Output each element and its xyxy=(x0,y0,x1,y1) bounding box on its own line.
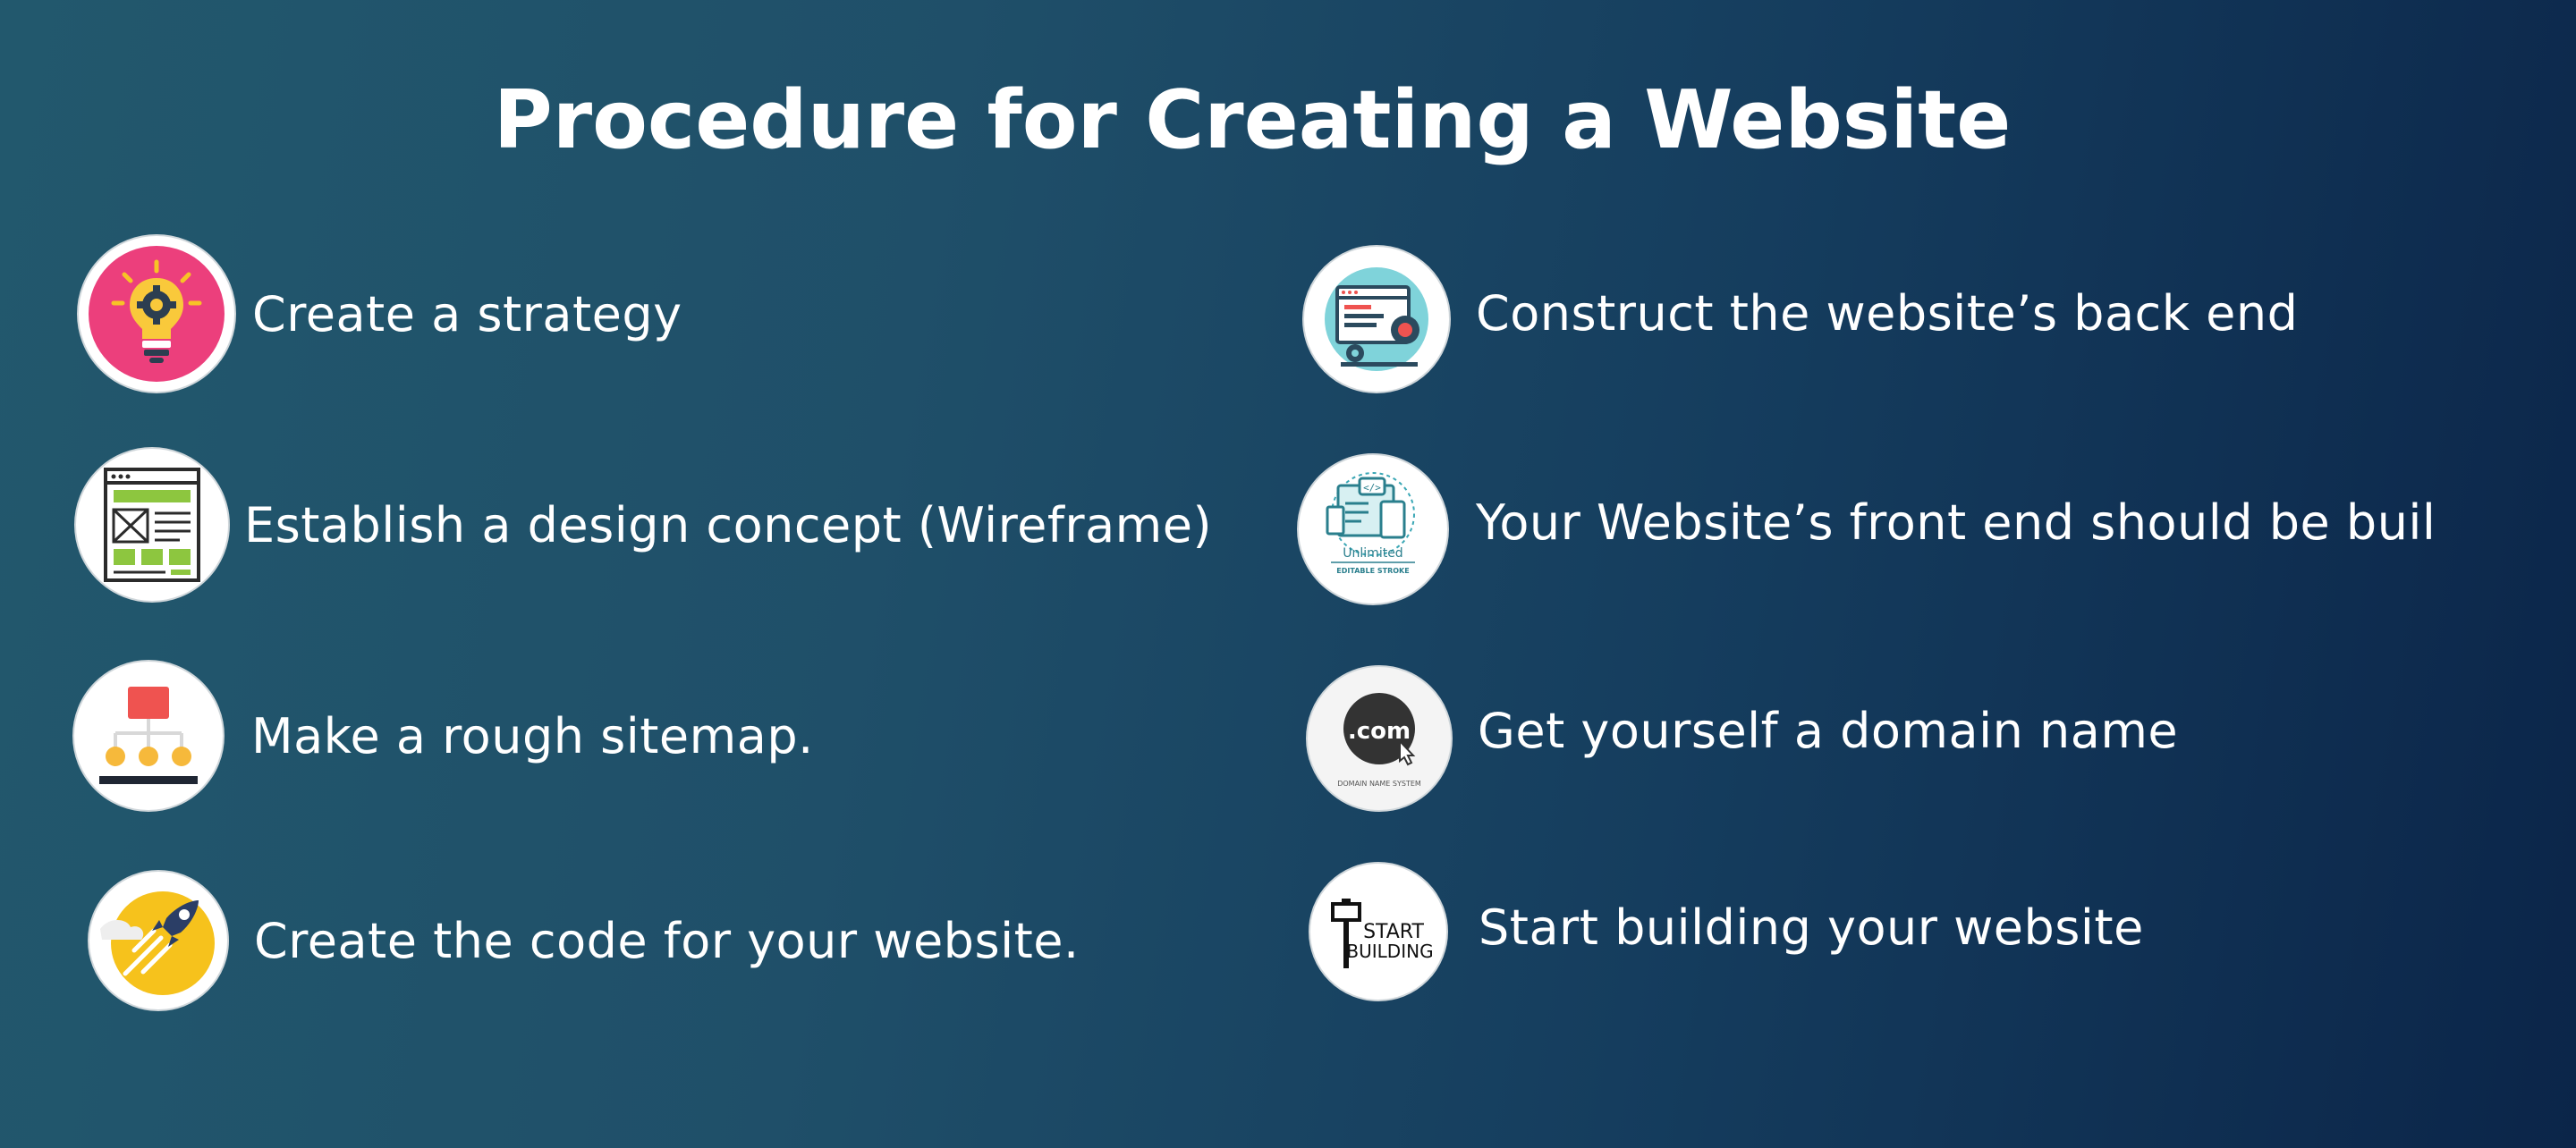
step-icon-circle xyxy=(74,447,230,603)
step-label: Get yourself a domain name xyxy=(1478,702,2179,759)
dotcom-icon: .com DOMAIN NAME SYSTEM xyxy=(1337,693,1421,788)
step-icon-circle: START BUILDING xyxy=(1309,862,1448,1001)
step-start-building: START BUILDING Start building your websi… xyxy=(1309,862,2144,1001)
lightbulb-gear-icon xyxy=(89,246,225,382)
icon-text-dotcom: .com xyxy=(1348,718,1411,745)
step-label: Establish a design concept (Wireframe) xyxy=(244,496,1213,553)
step-icon-circle: </> Unlimited EDITABLE STROKE xyxy=(1297,453,1449,605)
step-label: Create the code for your website. xyxy=(254,912,1080,969)
step-label: Your Website’s front end should be buil xyxy=(1476,494,2436,551)
sitemap-icon xyxy=(99,687,198,784)
wireframe-icon xyxy=(104,468,200,582)
step-icon-circle xyxy=(77,234,236,393)
step-front-end: </> Unlimited EDITABLE STROKE Your Websi… xyxy=(1297,453,2436,605)
icon-text-building: BUILDING xyxy=(1346,941,1433,962)
step-label: Create a strategy xyxy=(252,285,682,342)
step-design-concept: Establish a design concept (Wireframe) xyxy=(74,447,1212,603)
step-label: Construct the website’s back end xyxy=(1476,284,2299,342)
frontend-devices-icon: </> Unlimited EDITABLE STROKE xyxy=(1326,472,1415,575)
step-icon-circle xyxy=(72,660,225,812)
step-label: Make a rough sitemap. xyxy=(251,707,814,764)
start-building-icon: START BUILDING xyxy=(1331,899,1434,968)
step-icon-circle: .com DOMAIN NAME SYSTEM xyxy=(1306,665,1453,812)
step-create-strategy: Create a strategy xyxy=(77,234,682,393)
step-icon-circle xyxy=(88,870,229,1011)
svg-text:</>: </> xyxy=(1363,482,1381,494)
step-icon-circle xyxy=(1302,245,1451,393)
step-back-end: Construct the website’s back end xyxy=(1302,245,2298,393)
icon-text-unlimited: Unlimited xyxy=(1343,546,1402,561)
icon-text-start: START xyxy=(1363,921,1424,943)
step-create-code: Create the code for your website. xyxy=(88,870,1080,1011)
icon-text-dns: DOMAIN NAME SYSTEM xyxy=(1337,780,1421,788)
browser-gear-icon xyxy=(1325,267,1428,371)
icon-text-editable-stroke: EDITABLE STROKE xyxy=(1336,567,1409,575)
page-title: Procedure for Creating a Website xyxy=(493,73,2012,167)
step-domain-name: .com DOMAIN NAME SYSTEM Get yourself a d… xyxy=(1306,665,2178,812)
step-sitemap: Make a rough sitemap. xyxy=(72,660,814,812)
step-label: Start building your website xyxy=(1479,899,2144,956)
rocket-icon xyxy=(100,891,215,995)
